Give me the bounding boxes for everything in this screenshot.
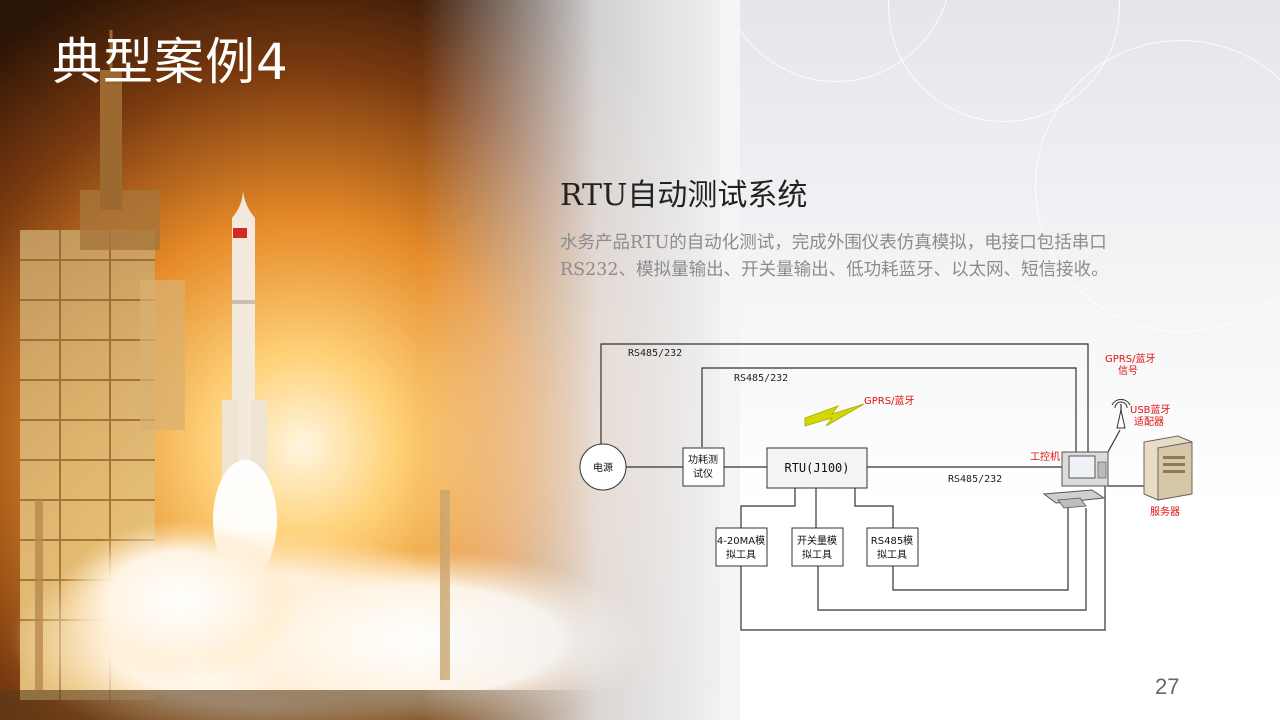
rtu-box <box>766 447 868 489</box>
usb-adapter-label: USB蓝牙 <box>1130 404 1171 416</box>
analog-tool-label: 拟工具 <box>726 548 756 561</box>
switch-tool-box <box>791 527 844 567</box>
top-bus-label: RS485/232 <box>628 348 682 359</box>
rs485-tool-box <box>866 527 919 567</box>
rtu-to-rs485-line <box>854 488 894 528</box>
page-title: 典型案例4 <box>52 33 289 91</box>
rtu-to-analog-line <box>740 488 796 528</box>
description-text: 水务产品RTU的自动化测试，完成外围仪表仿真模拟，电接口包括串口 RS232、模… <box>560 230 1260 284</box>
power-label: 电源 <box>593 461 613 474</box>
switch-tool-label: 拟工具 <box>802 548 832 561</box>
ipc-label: 工控机 <box>1030 450 1060 463</box>
signal-label: GPRS/蓝牙 <box>1105 353 1155 365</box>
wireless-lightning-icon <box>804 403 865 427</box>
description-line-1: 水务产品RTU的自动化测试，完成外围仪表仿真模拟，电接口包括串口 <box>560 233 1107 253</box>
analog-tool-to-ipc-line <box>740 486 1106 631</box>
analog-tool-label: 4-20MA模 <box>717 535 765 547</box>
rtu-to-ipc-label: RS485/232 <box>948 474 1002 485</box>
server-label: 服务器 <box>1150 505 1180 518</box>
ipc-computer-icon <box>1042 451 1109 509</box>
rtu-label: RTU(J100) <box>784 461 849 475</box>
power-tester-box <box>682 447 725 487</box>
rs485-tool-label: RS485模 <box>871 535 913 547</box>
photo-fade-overlay <box>420 0 740 720</box>
second-bus-label: RS485/232 <box>734 373 788 384</box>
rs485-tool-label: 拟工具 <box>877 548 907 561</box>
switch-tool-to-ipc-line <box>817 508 1087 611</box>
switch-tool-label: 开关量模 <box>797 534 837 547</box>
rs485-tool-to-ipc-line <box>892 508 1069 591</box>
page-number: 27 <box>1155 674 1180 699</box>
usb-adapter-label: 适配器 <box>1134 416 1164 428</box>
signal-label: 信号 <box>1118 365 1138 377</box>
ipc-to-adapter-line <box>1107 429 1121 453</box>
analog-tool-box <box>715 527 768 567</box>
power-tester-label: 试仪 <box>693 467 713 480</box>
power-node <box>579 443 627 491</box>
wireless-label: GPRS/蓝牙 <box>864 395 914 407</box>
description-line-2: RS232、模拟量输出、开关量输出、低功耗蓝牙、以太网、短信接收。 <box>560 260 1109 280</box>
second-bus-line <box>701 367 1077 452</box>
top-bus-line <box>600 343 1089 452</box>
antenna-icon <box>1111 398 1131 429</box>
power-tester-label: 功耗测 <box>688 453 718 466</box>
section-subtitle: RTU自动测试系统 <box>560 178 808 213</box>
server-icon <box>1143 435 1193 501</box>
